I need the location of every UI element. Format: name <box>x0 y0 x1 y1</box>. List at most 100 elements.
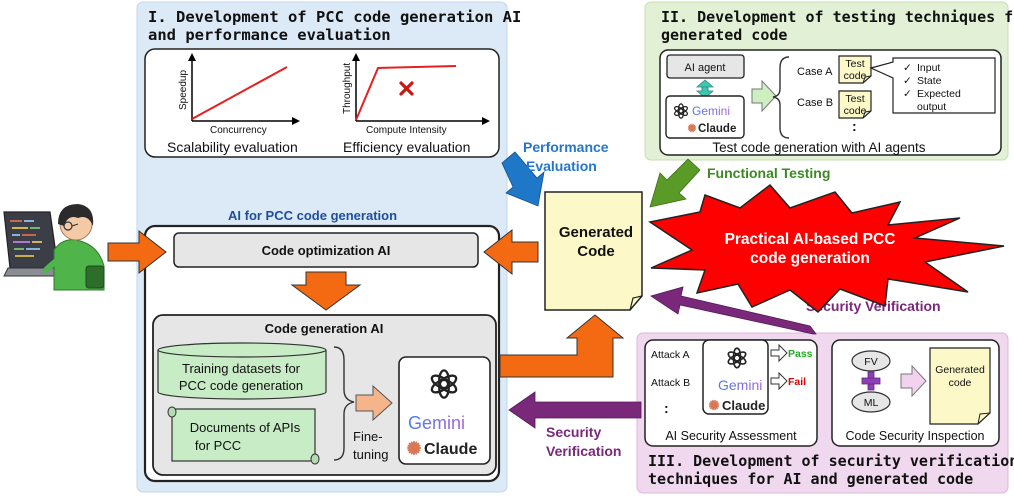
test-code-b-line1: Test <box>845 93 864 105</box>
attacks-ellipsis: : <box>664 400 669 416</box>
fv-label: FV <box>864 356 877 368</box>
scalability-xlabel: Concurrency <box>210 125 267 136</box>
efficiency-chart: Throughput Compute Intensity <box>342 53 490 136</box>
efficiency-ylabel: Throughput <box>342 63 353 114</box>
documents-line2: for PCC <box>195 438 241 453</box>
pass-label: Pass <box>788 348 813 360</box>
evaluation-charts-box <box>144 48 500 158</box>
section3-title-line1: III. Development of security verificatio… <box>648 452 1014 470</box>
datasets-brace <box>333 346 355 461</box>
efficiency-caption: Efficiency evaluation <box>343 139 470 155</box>
practical-ai-burst: Practical AI-based PCC code generation <box>648 183 1005 314</box>
claude-label: Claude <box>722 398 765 413</box>
ai-security-caption: AI Security Assessment <box>665 429 797 443</box>
plus-icon <box>861 371 881 391</box>
functional-testing-arrow <box>649 158 701 208</box>
section3-title-line2: techniques for AI and generated code <box>648 470 973 488</box>
gemini-label: Gemini <box>408 413 465 433</box>
code-security-caption: Code Security Inspection <box>846 429 985 443</box>
performance-label-line1: Performance <box>523 139 609 155</box>
finetuning-line1: Fine- <box>353 429 383 444</box>
inspected-code-line1: Generated <box>935 364 985 376</box>
functional-testing-label: Functional Testing <box>707 165 830 181</box>
check-input: Input <box>917 62 940 74</box>
test-code-a-note: Test code <box>838 55 872 84</box>
agent-model-double-arrow <box>695 79 715 99</box>
cases-brace <box>772 56 790 139</box>
scalability-caption: Scalability evaluation <box>167 139 298 155</box>
datasets-line1: Training datasets for <box>182 361 301 376</box>
code-optimization-label: Code optimization AI <box>262 243 391 258</box>
section2-title-line2: generated code <box>661 26 787 44</box>
agent-output-arrow <box>751 79 777 113</box>
cases-ellipsis: : <box>852 118 857 134</box>
optimization-down-arrow <box>290 271 362 311</box>
security-verification-label-left-line2: Verification <box>546 443 621 459</box>
training-datasets-cylinder: Training datasets for PCC code generatio… <box>157 342 327 400</box>
case-b-label: Case B <box>797 97 833 109</box>
case-a-label: Case A <box>797 66 833 78</box>
checklist-callout <box>869 57 996 114</box>
claude-label: Claude <box>698 123 736 135</box>
datasets-line2: PCC code generation <box>179 378 303 393</box>
generated-code-document: Generated Code <box>544 191 643 311</box>
ai-agent-label: AI agent <box>685 62 726 74</box>
ai-agent-box <box>666 54 745 79</box>
test-code-a-line2: code <box>844 70 867 82</box>
checklist: ✓ Input ✓ State ✓ Expected output <box>903 62 961 113</box>
pass-arrow <box>770 343 788 363</box>
attack-b-label: Attack B <box>651 377 690 389</box>
finetuning-line2: tuning <box>353 447 388 462</box>
checkmark-icon: ✓ <box>903 75 912 87</box>
fv-ellipse <box>851 350 891 372</box>
test-code-b-line2: code <box>844 105 867 117</box>
section1-title-line1: I. Development of PCC code generation AI <box>148 8 521 26</box>
inspection-arrow <box>900 364 927 398</box>
test-code-b-note: Test code <box>838 90 872 119</box>
attack-a-label: Attack A <box>651 349 690 361</box>
gemini-label: Gemini <box>718 377 762 393</box>
burst-line2: code generation <box>750 250 870 267</box>
scalability-ylabel: Speedup <box>178 70 189 110</box>
efficiency-xlabel: Compute Intensity <box>366 125 447 136</box>
codegen-output-arrow <box>499 314 625 378</box>
cross-mark-icon <box>399 81 414 96</box>
ml-label: ML <box>864 397 879 409</box>
llm-models-box <box>398 356 491 465</box>
security-verification-label-left-line1: Security <box>546 424 601 440</box>
fail-label: Fail <box>788 376 806 388</box>
checkmark-icon: ✓ <box>903 62 912 74</box>
check-expected: Expected <box>917 88 961 100</box>
generated-code-line2: Code <box>577 243 615 260</box>
inspected-code-note: Generated code <box>929 347 991 425</box>
user-input-arrow <box>107 229 167 275</box>
scalability-line <box>191 66 288 120</box>
security-verification-arrow-bottom <box>508 391 642 429</box>
check-output: output <box>917 101 946 113</box>
security-verification-label-right: Security Verification <box>806 298 941 314</box>
check-state: State <box>917 75 942 87</box>
section1-title-line2: and performance evaluation <box>148 26 391 44</box>
efficiency-line <box>355 65 457 121</box>
checkmark-icon: ✓ <box>903 88 912 100</box>
burst-line1: Practical AI-based PCC <box>725 231 896 248</box>
ai-box-title: AI for PCC code generation <box>228 208 397 223</box>
test-generation-caption: Test code generation with AI agents <box>712 140 925 155</box>
claude-logo-icon <box>708 399 720 411</box>
documents-scroll: Documents of APIs for PCC <box>167 406 320 465</box>
finetuning-arrow <box>355 384 393 422</box>
claude-label: Claude <box>424 441 477 458</box>
code-optimization-box <box>173 232 479 268</box>
claude-logo-icon <box>687 123 697 133</box>
section2-title-line1: II. Development of testing techniques fo… <box>661 8 1014 26</box>
laptop-user-illustration <box>3 204 105 291</box>
claude-logo-icon <box>407 441 421 455</box>
feedback-arrow <box>483 228 539 276</box>
scalability-chart: Speedup Concurrency <box>178 53 300 136</box>
security-models-box <box>702 339 769 415</box>
security-verification-arrow-top <box>650 286 817 335</box>
ml-ellipse <box>851 391 891 413</box>
documents-line1: Documents of APIs <box>190 420 301 435</box>
fail-arrow <box>770 371 788 391</box>
